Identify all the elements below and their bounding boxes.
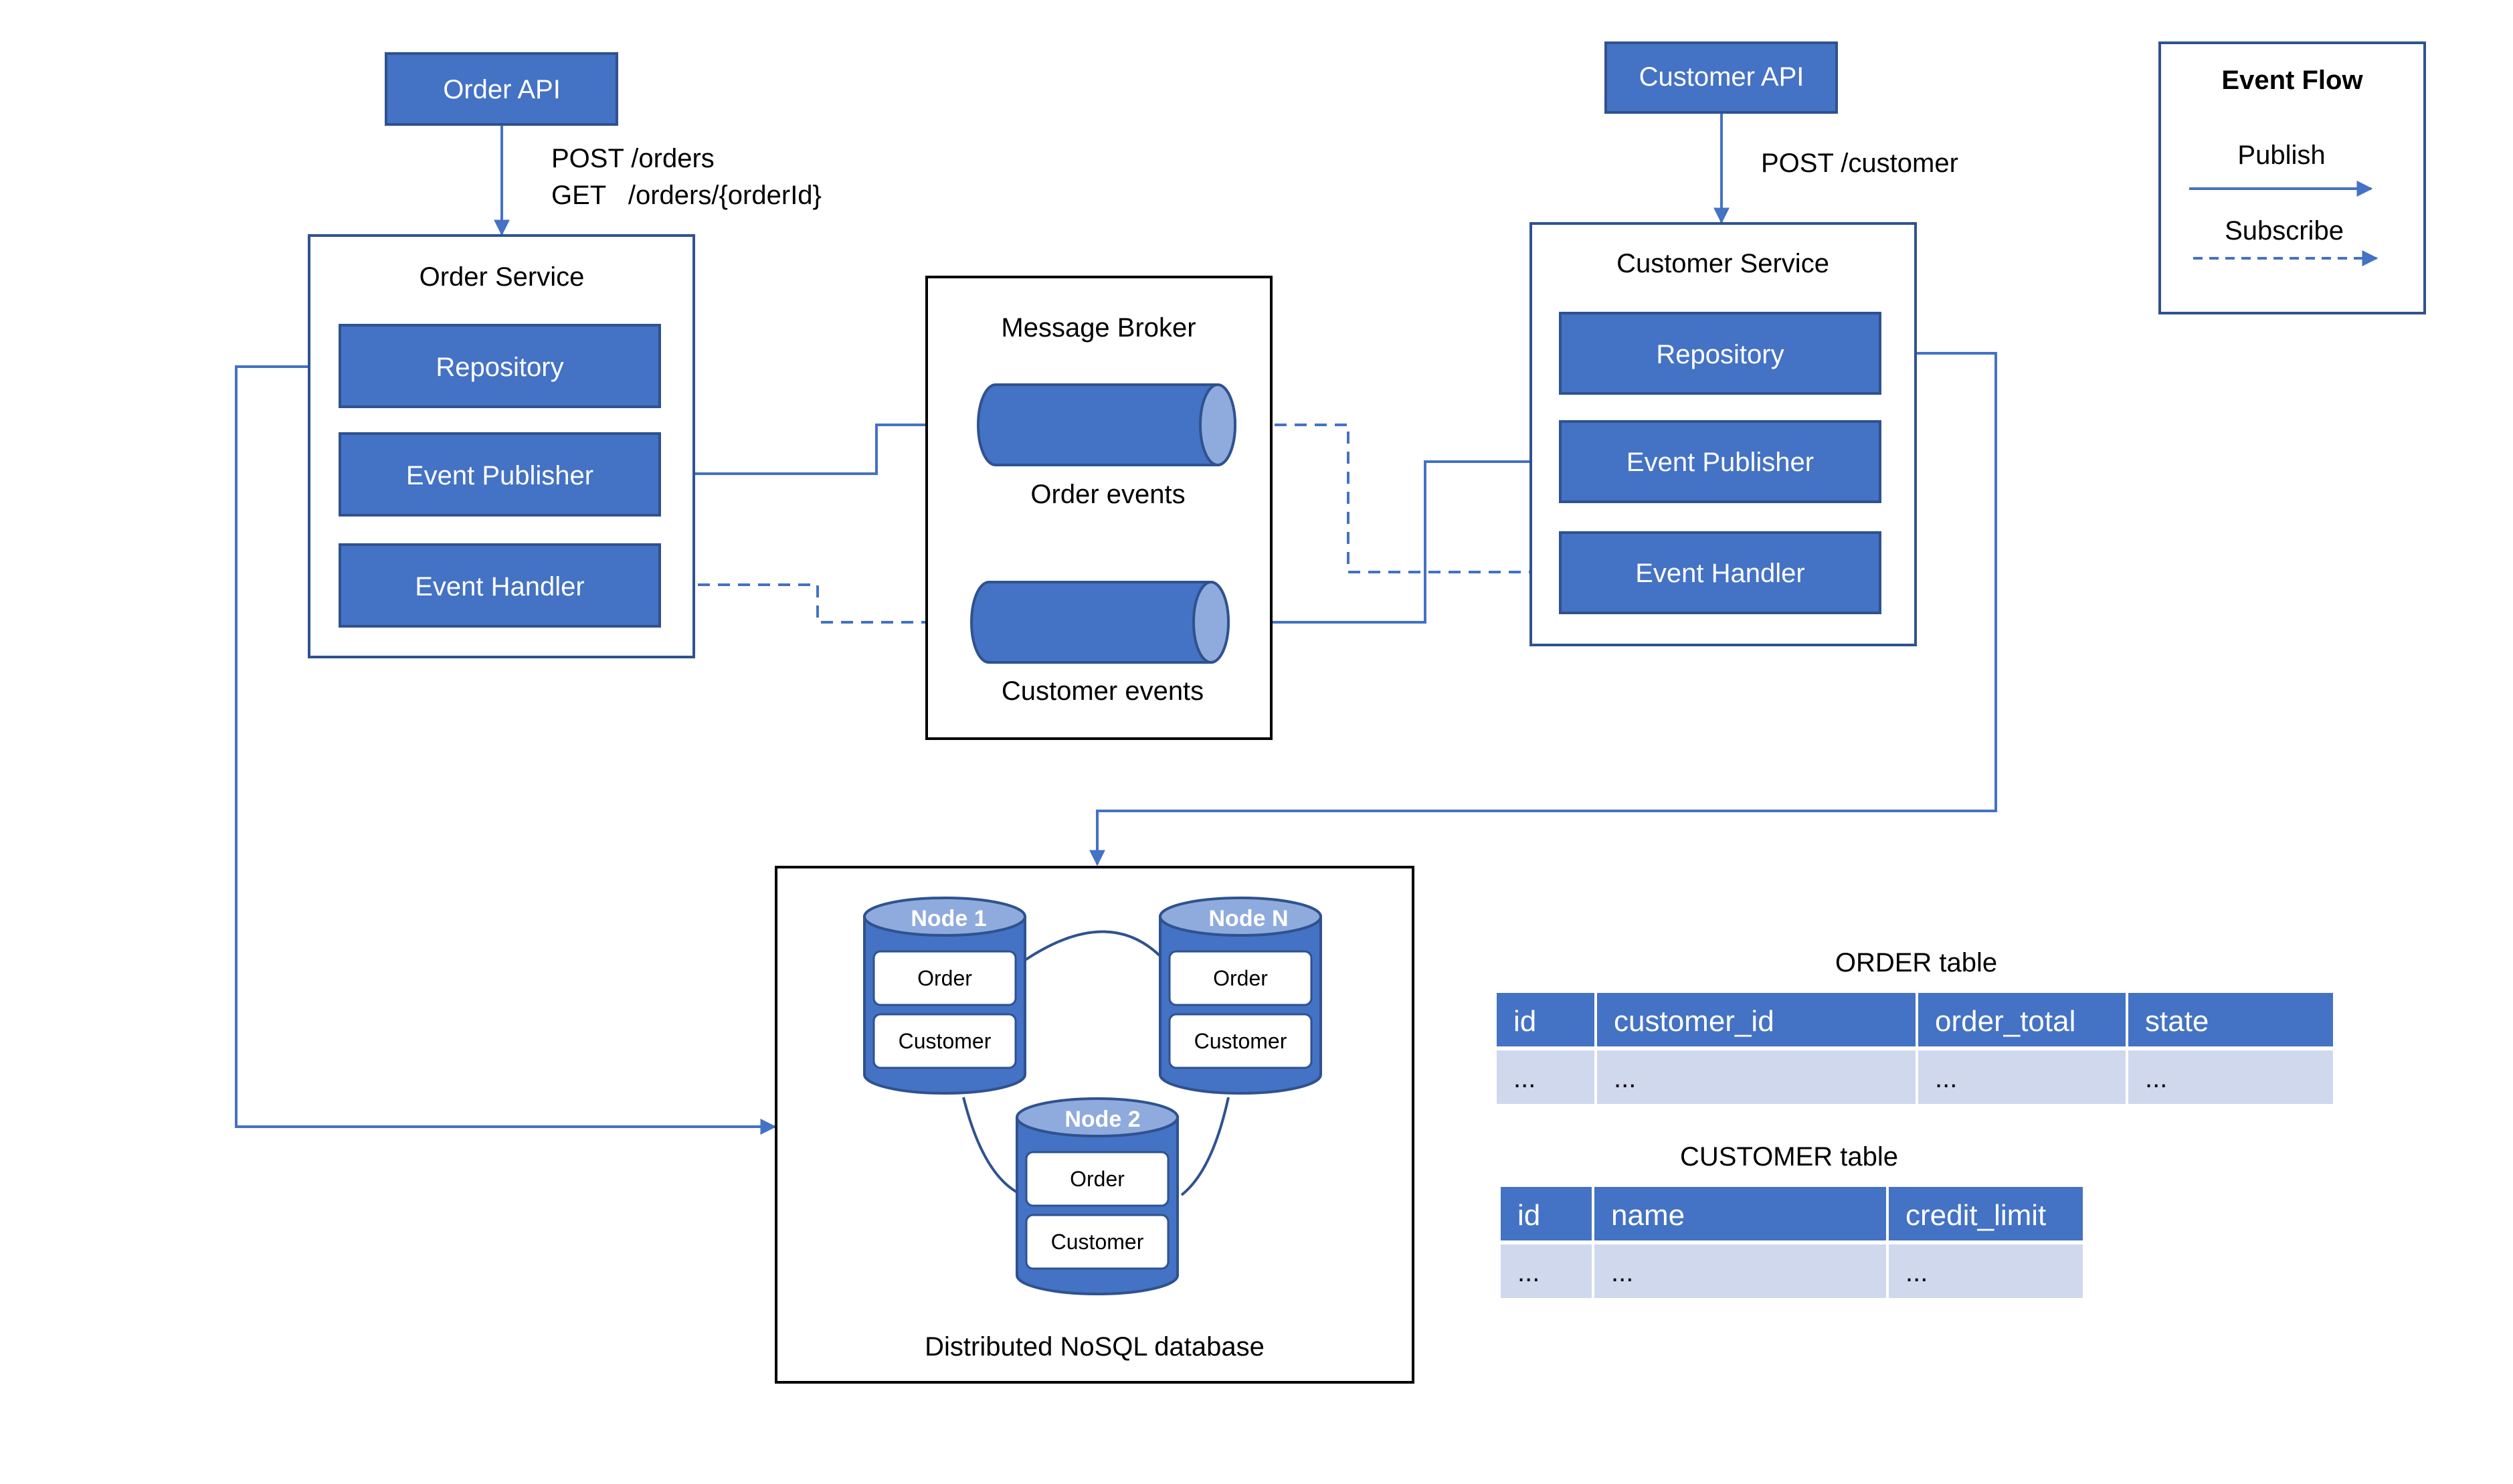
- legend-title: Event Flow: [2221, 66, 2363, 95]
- customer-api-post-endpoint: POST /customer: [1761, 149, 1958, 178]
- node-1-label: Node 1: [911, 906, 986, 931]
- order-table-row-customer-id: ...: [1614, 1064, 1636, 1093]
- customer-table-row-credit-limit: ...: [1905, 1258, 1928, 1287]
- order-table-row-state: ...: [2145, 1064, 2167, 1093]
- node-n-order-box: [1168, 950, 1313, 1006]
- customer-publish-line: [1229, 460, 1559, 630]
- order-event-publisher-label: Event Publisher: [406, 461, 593, 490]
- node-2-label: Node 2: [1064, 1107, 1140, 1132]
- order-table-title: ORDER table: [1835, 948, 1997, 978]
- customer-events-label: Customer events: [1002, 676, 1204, 706]
- customer-table-cell: [1501, 1244, 1592, 1298]
- node-1: Node 1 Order Customer: [863, 897, 1026, 1095]
- order-table-header-state: state: [2145, 1005, 2209, 1038]
- event-flow-legend: Event Flow Publish Subscribe: [2158, 41, 2426, 314]
- order-service: Order Service Repository Event Publisher…: [308, 234, 695, 658]
- customer-repository-db-line: [1089, 352, 1997, 866]
- node-n-customer-box: [1168, 1013, 1313, 1069]
- customer-table-header-name: name: [1611, 1199, 1685, 1232]
- order-table-header-order-total: order_total: [1935, 1005, 2075, 1038]
- order-table-header-cell: [1497, 993, 1594, 1046]
- order-table-cell: [1918, 1050, 2126, 1104]
- customer-event-publisher-label: Event Publisher: [1626, 448, 1814, 477]
- legend-subscribe-label: Subscribe: [2225, 216, 2344, 246]
- customer-service: Customer Service Repository Event Publis…: [1529, 222, 1917, 646]
- node-n-customer-label: Customer: [1194, 1029, 1287, 1053]
- order-repository-label: Repository: [436, 353, 563, 382]
- order-event-handler-box: [339, 543, 661, 628]
- customer-table-cell: [1594, 1244, 1886, 1298]
- node-1-order-label: Order: [917, 966, 972, 990]
- customer-event-handler-label: Event Handler: [1635, 559, 1804, 588]
- database-title: Distributed NoSQL database: [925, 1332, 1265, 1362]
- customer-table-title: CUSTOMER table: [1680, 1142, 1898, 1172]
- order-events-label: Order events: [1030, 480, 1185, 509]
- customer-table-row-id: ...: [1517, 1258, 1540, 1287]
- order-service-title: Order Service: [420, 262, 585, 292]
- node-ring: [962, 930, 1230, 1196]
- message-broker: Message Broker Order events Customer eve…: [925, 276, 1273, 740]
- customer-table-header-cell: [1501, 1187, 1592, 1240]
- order-table-header-customer-id: customer_id: [1614, 1005, 1774, 1038]
- node-n-label: Node N: [1209, 906, 1289, 931]
- node-n-order-label: Order: [1213, 966, 1268, 990]
- customer-table-row-name: ...: [1611, 1258, 1633, 1287]
- customer-table-cell: [1889, 1244, 2083, 1298]
- customer-subscribe-line: [659, 577, 973, 624]
- node-1-customer-box: [872, 1013, 1017, 1069]
- order-table-cell: [1597, 1050, 1916, 1104]
- order-api-label: Order API: [443, 75, 561, 104]
- message-broker-title: Message Broker: [1001, 313, 1196, 343]
- nosql-database: Node 1 Order Customer Node N Order Custo…: [775, 866, 1414, 1384]
- customer-table: CUSTOMER table id name credit_limit ... …: [1501, 1142, 2083, 1298]
- order-events-queue: [977, 383, 1236, 466]
- node-2-customer-label: Customer: [1051, 1230, 1144, 1254]
- order-repository-db-line: [235, 365, 777, 1135]
- connectors: [235, 112, 1997, 1135]
- customer-repository-box: [1559, 312, 1881, 395]
- customer-table-header-id: id: [1517, 1199, 1540, 1232]
- customer-event-publisher-box: [1559, 420, 1881, 503]
- customer-service-title: Customer Service: [1616, 249, 1829, 278]
- order-table-header-cell: [1597, 993, 1916, 1046]
- node-2-customer-box: [1025, 1214, 1170, 1270]
- customer-events-queue: [970, 581, 1230, 664]
- order-table: ORDER table id customer_id order_total s…: [1497, 948, 2333, 1104]
- order-repository-box: [339, 324, 661, 408]
- node-1-customer-label: Customer: [899, 1029, 992, 1053]
- node-2-order-box: [1025, 1151, 1170, 1207]
- legend-publish-label: Publish: [2237, 141, 2325, 170]
- order-table-header-id: id: [1513, 1005, 1536, 1038]
- node-n: Node N Order Customer: [1159, 897, 1322, 1095]
- order-table-row-order-total: ...: [1935, 1064, 1957, 1093]
- customer-event-handler-box: [1559, 531, 1881, 614]
- order-api-post-endpoint: POST /orders: [551, 144, 715, 173]
- order-table-row-id: ...: [1513, 1064, 1535, 1093]
- customer-table-header-cell: [1594, 1187, 1886, 1240]
- order-api-get-endpoint: GET /orders/{orderId}: [551, 181, 822, 210]
- node-2: Node 2 Order Customer: [1016, 1097, 1179, 1295]
- node-2-order-label: Order: [1070, 1167, 1125, 1191]
- order-table-header-cell: [2128, 993, 2333, 1046]
- customer-table-header-cell: [1889, 1187, 2083, 1240]
- order-api: Order API: [385, 52, 618, 126]
- node-1-order-box: [872, 950, 1017, 1006]
- order-table-cell: [2128, 1050, 2333, 1104]
- customer-table-header-credit-limit: credit_limit: [1905, 1199, 2046, 1232]
- customer-repository-label: Repository: [1656, 340, 1784, 369]
- order-subscribe-line: [1234, 424, 1560, 580]
- customer-api-label: Customer API: [1639, 62, 1804, 92]
- order-table-cell: [1497, 1050, 1594, 1104]
- order-table-header-cell: [1918, 993, 2126, 1046]
- order-event-handler-label: Event Handler: [415, 572, 584, 601]
- customer-api: Customer API: [1604, 41, 1838, 114]
- order-event-publisher-box: [339, 432, 661, 517]
